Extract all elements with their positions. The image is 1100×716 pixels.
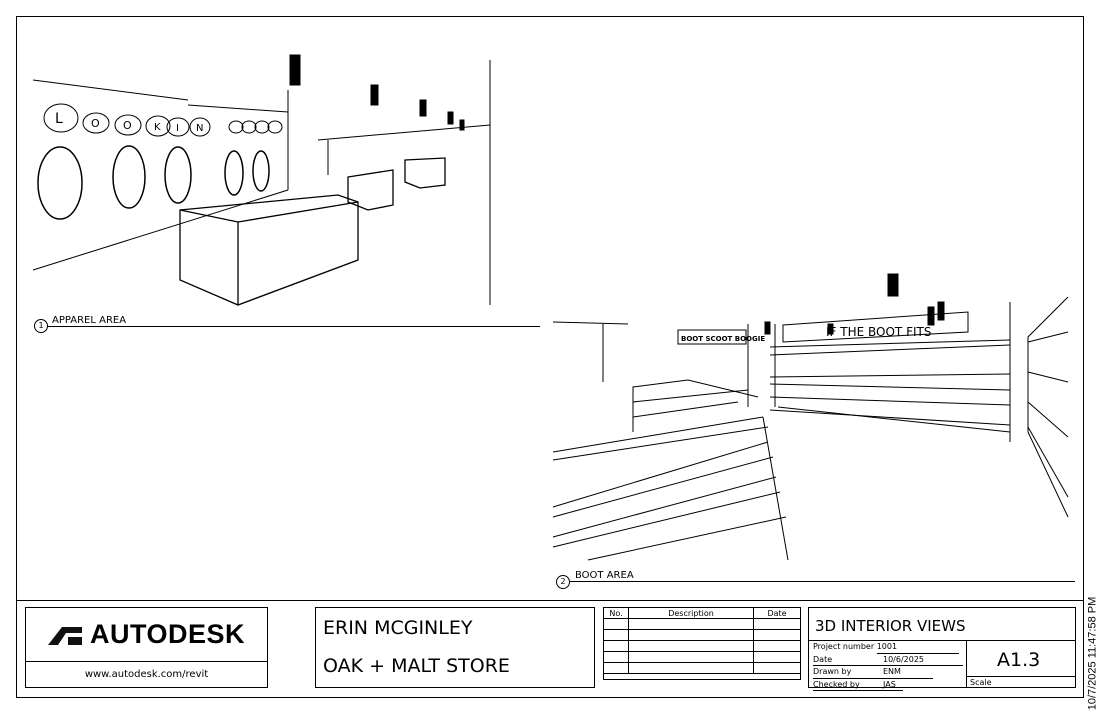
sheet-number: A1.3	[997, 649, 1041, 671]
rev-header-description: Description	[628, 607, 754, 619]
date-label: Date	[813, 654, 883, 666]
view-title-underline	[47, 326, 540, 327]
svg-text:O: O	[91, 117, 100, 130]
checked-by-value: JAS	[883, 679, 903, 691]
sheet-name: 3D INTERIOR VIEWS	[815, 617, 966, 635]
lookin-letter-circles: L O O K I N	[43, 103, 283, 137]
sheet-border	[16, 16, 1084, 698]
scale-label: Scale	[970, 678, 992, 687]
project-name: OAK + MALT STORE	[323, 655, 510, 677]
view-number-bubble: 2	[556, 575, 570, 589]
sheet-info-block: 3D INTERIOR VIEWS A1.3 Scale Project num…	[808, 607, 1076, 691]
logo-text: AUTODESK	[89, 619, 246, 649]
oval-mirrors	[37, 145, 270, 220]
pendant-lights	[289, 54, 465, 131]
autodesk-logo-icon	[47, 626, 82, 645]
client-block: ERIN MCGINLEY OAK + MALT STORE	[315, 607, 595, 688]
title-block-divider	[16, 600, 1084, 601]
apparel-area-view[interactable]: L O O K I N	[28, 30, 498, 310]
project-number: 1001	[876, 641, 959, 654]
revision-row	[603, 662, 801, 674]
wall-shelves	[769, 302, 1011, 442]
sign-left: BOOT SCOOT BOOGIE	[677, 329, 765, 345]
svg-text:I: I	[176, 123, 179, 134]
view-title: BOOT AREA	[575, 570, 634, 581]
view-number-bubble: 1	[34, 319, 48, 333]
svg-text:K: K	[154, 122, 161, 133]
project-number-label: Project number	[813, 642, 875, 651]
view-title-underline	[569, 581, 1075, 582]
revision-row	[603, 651, 801, 663]
svg-text:L: L	[55, 111, 63, 127]
svg-text:O: O	[123, 119, 132, 132]
print-timestamp: 10/7/2025 11:47:58 PM	[1086, 591, 1100, 716]
logo-url[interactable]: www.autodesk.com/revit	[84, 669, 209, 680]
revision-row	[603, 629, 801, 641]
svg-text:IF THE BOOT FITS: IF THE BOOT FITS	[826, 325, 931, 339]
client-name: ERIN MCGINLEY	[323, 617, 473, 639]
checked-by-label: Checked by	[813, 679, 883, 691]
drawn-by-value: ENM	[883, 666, 933, 679]
counter	[179, 157, 446, 306]
track-lights	[764, 273, 945, 335]
svg-text:BOOT SCOOT BOOGIE: BOOT SCOOT BOOGIE	[681, 335, 765, 343]
revision-row	[603, 618, 801, 630]
svg-text:N: N	[196, 123, 203, 134]
rev-header-no: No.	[603, 607, 629, 619]
drawn-by-label: Drawn by	[813, 666, 883, 679]
boot-area-view[interactable]: BOOT SCOOT BOOGIE IF THE BOOT FITS	[548, 262, 1078, 562]
sign-right: IF THE BOOT FITS	[782, 311, 969, 343]
date-value: 10/6/2025	[883, 654, 963, 666]
front-shelving	[552, 379, 789, 561]
rev-header-date: Date	[753, 607, 801, 619]
right-shelving	[1027, 296, 1069, 518]
logo-block: AUTODESK www.autodesk.com/revit	[25, 607, 268, 688]
view-title: APPAREL AREA	[52, 315, 127, 326]
revision-row	[603, 640, 801, 652]
